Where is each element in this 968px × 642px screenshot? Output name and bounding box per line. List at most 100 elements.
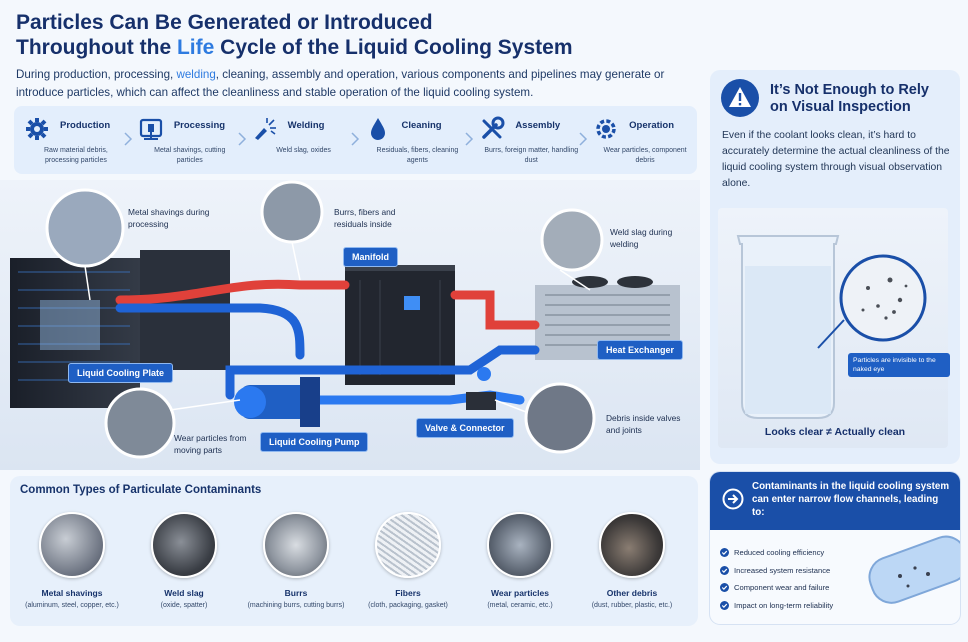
contaminant-weld-slag: Weld slag (oxide, spatter) — [128, 512, 240, 609]
step-assembly: Assembly Burrs, foreign matter, handling… — [469, 106, 588, 174]
checkmark-icon — [720, 583, 729, 593]
contaminant-name: Fibers — [395, 588, 421, 598]
list-item: Impact on long-term reliability — [720, 597, 833, 615]
flow-channel-illustration — [868, 535, 960, 604]
contaminant-image — [487, 512, 553, 578]
contaminant-name: Burrs — [284, 588, 308, 598]
chevron-right-icon — [351, 132, 360, 146]
title-line-2-end: Cycle of the Liquid Cooling System — [214, 36, 573, 59]
checkmark-icon — [720, 600, 729, 610]
panel-title: It’s Not Enough to Rely on Visual Inspec… — [770, 82, 950, 116]
contaminants-panel: Common Types of Particulate Contaminants… — [10, 476, 698, 626]
step-desc: Wear particles, component debris — [603, 147, 687, 164]
checkmark-icon — [720, 565, 729, 575]
contaminant-sub: (machining burrs, cutting burrs) — [247, 602, 345, 609]
chevron-right-icon — [465, 132, 474, 146]
title-line-2: Throughout the Life Cycle of the Liquid … — [16, 35, 656, 60]
callout-burrs: Burrs, fibers and residuals inside — [334, 207, 396, 229]
step-processing: Processing Metal shavings, cutting parti… — [128, 106, 246, 174]
contaminant-sub: (cloth, packaging, gasket) — [368, 602, 448, 609]
subtitle-end: , cleaning, assembly and operation, vari… — [16, 68, 665, 99]
callout-wear-particles: Wear particles from moving parts — [174, 433, 247, 455]
step-name: Assembly — [515, 120, 561, 131]
step-name: Production — [60, 120, 111, 131]
consequences-heading: Contaminants in the liquid cooling syste… — [752, 481, 950, 518]
checkmark-icon — [720, 548, 729, 558]
label-liquid-cooling-pump: Liquid Cooling Pump — [260, 432, 369, 452]
contaminant-sub: (metal, ceramic, etc.) — [487, 602, 553, 609]
page-title: Particles Can Be Generated or Introduced… — [16, 10, 656, 60]
list-item: Reduced cooling efficiency — [720, 544, 833, 562]
callout-debris: Debris inside valves and joints — [606, 413, 681, 435]
wrench-icon — [482, 116, 505, 139]
contaminant-sub: (aluminum, steel, copper, etc.) — [25, 602, 119, 609]
step-desc: Residuals, fibers, cleaning agents — [376, 147, 459, 164]
pump-unit — [234, 377, 320, 427]
step-welding: Welding Weld slag, oxides — [242, 106, 360, 174]
visual-inspection-panel: It’s Not Enough to Rely on Visual Inspec… — [710, 70, 960, 464]
contaminant-wear-particles: Wear particles (metal, ceramic, etc.) — [464, 512, 576, 609]
step-name: Processing — [173, 120, 226, 131]
server-rack — [10, 250, 230, 408]
step-operation: Operation Wear particles, component debr… — [583, 106, 697, 174]
list-item: Component wear and failure — [720, 579, 833, 597]
droplet-icon — [371, 118, 386, 140]
contaminant-fibers: Fibers (cloth, packaging, gasket) — [352, 512, 464, 609]
gear-icon — [26, 118, 48, 140]
step-desc: Weld slag, oxides — [276, 147, 331, 154]
contaminants-title: Common Types of Particulate Contaminants — [20, 484, 262, 496]
consequence-text: Reduced cooling efficiency — [734, 548, 825, 558]
beaker-icon — [736, 235, 927, 419]
contaminant-burrs: Burrs (machining burrs, cutting burrs) — [240, 512, 352, 609]
consequence-text: Impact on long-term reliability — [734, 600, 834, 610]
step-production: Production Raw material debris, processi… — [14, 106, 132, 174]
title-line-1: Particles Can Be Generated or Introduced — [16, 11, 433, 34]
label-heat-exchanger: Heat Exchanger — [597, 340, 684, 360]
valve-unit — [466, 367, 496, 410]
contaminant-image — [39, 512, 105, 578]
welding-torch-icon — [254, 118, 276, 140]
label-manifold: Manifold — [343, 247, 398, 267]
contaminant-sub: (oxide, spatter) — [160, 602, 208, 609]
consequences-header: Contaminants in the liquid cooling syste… — [710, 472, 960, 530]
consequence-text: Increased system resistance — [734, 565, 831, 575]
warning-icon — [721, 79, 759, 117]
contaminant-name: Metal shavings — [41, 588, 103, 598]
chevron-right-icon — [238, 132, 246, 146]
panel-title-line-2: on Visual Inspection — [770, 99, 911, 115]
contaminant-name: Weld slag — [164, 588, 204, 598]
lifecycle-steps: Production Raw material debris, processi… — [14, 106, 697, 174]
cooling-system-diagram: Metal shavings during processing Burrs, … — [0, 180, 700, 470]
callout-weld-slag: Weld slag during welding — [610, 227, 673, 249]
looks-clear-caption: Looks clear ≠ Actually clean — [764, 426, 906, 438]
subtitle-start: During production, processing, — [16, 68, 177, 81]
title-line-2-start: Throughout the — [16, 36, 177, 59]
system-illustration — [0, 180, 700, 470]
contaminant-image — [599, 512, 665, 578]
label-liquid-cooling-plate: Liquid Cooling Plate — [68, 363, 173, 383]
panel-title-line-1: It’s Not Enough to Rely — [770, 82, 929, 98]
step-name: Welding — [287, 120, 325, 131]
title-highlight: Life — [176, 36, 215, 59]
manifold-unit — [345, 265, 455, 385]
consequence-text: Component wear and failure — [734, 583, 830, 593]
consequences-panel: Contaminants in the liquid cooling syste… — [710, 472, 960, 624]
step-desc: Raw material debris, processing particle… — [44, 147, 108, 164]
contaminant-image — [375, 512, 441, 578]
arrow-right-circle-icon — [722, 488, 744, 510]
panel-text: Even if the coolant looks clean, it’s ha… — [722, 130, 950, 189]
beaker-illustration — [718, 208, 948, 448]
page-subtitle: During production, processing, welding, … — [16, 66, 696, 102]
chevron-right-icon — [124, 132, 132, 146]
contaminant-sub: (dust, rubber, plastic, etc.) — [591, 602, 673, 609]
contaminant-name: Wear particles — [491, 588, 549, 598]
contaminant-image — [151, 512, 217, 578]
consequences-list: Reduced cooling efficiency Increased sys… — [720, 544, 833, 614]
label-valve-connector: Valve & Connector — [416, 418, 514, 438]
contaminant-name: Other debris — [606, 588, 658, 598]
chevron-right-icon — [579, 132, 588, 146]
step-name: Operation — [629, 120, 675, 131]
step-desc: Burrs, foreign matter, handling dust — [484, 147, 579, 164]
cog-icon — [596, 119, 616, 139]
machine-icon — [139, 118, 162, 140]
